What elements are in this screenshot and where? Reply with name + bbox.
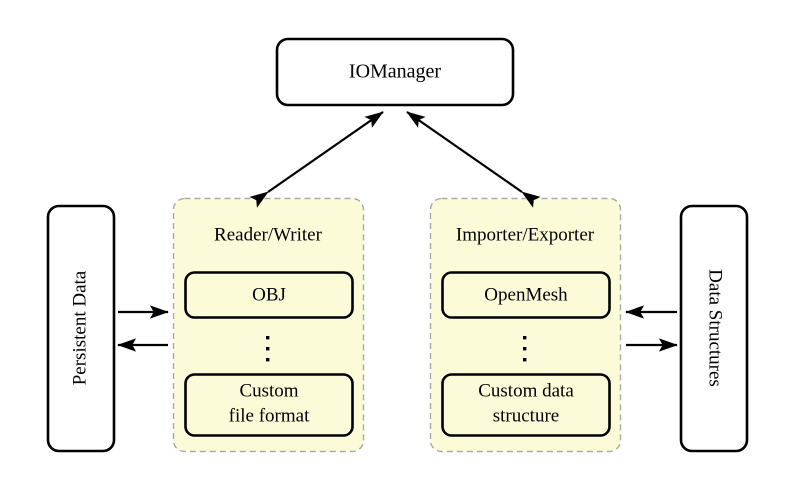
node-custom-data-structure[interactable]: Custom data structure [441, 373, 611, 437]
arrow-manager-importer-exporter [406, 111, 541, 208]
node-data-structures-box [679, 204, 749, 453]
node-iomanager-label: IOManager [349, 61, 442, 83]
node-obj[interactable]: OBJ [184, 271, 354, 319]
vdots-importer-exporter [523, 336, 527, 362]
node-openmesh-box [441, 271, 611, 319]
node-openmesh-label: OpenMesh [484, 284, 568, 305]
group-reader-writer[interactable]: Reader/Writer OBJ Custom file format [172, 197, 365, 453]
node-custom-file-format-line2: file format [229, 405, 310, 426]
arrow-manager-reader-writer [249, 111, 384, 208]
group-importer-exporter-label: Importer/Exporter [456, 224, 595, 245]
node-custom-file-format-box [184, 373, 354, 437]
node-persistent-data[interactable]: Persistent Data [46, 204, 116, 453]
group-importer-exporter[interactable]: Importer/Exporter OpenMesh Custom data s… [429, 197, 622, 453]
node-iomanager[interactable]: IOManager [275, 37, 515, 107]
node-custom-data-structure-box [441, 373, 611, 437]
node-obj-box [184, 271, 354, 319]
node-custom-data-structure-line2: structure [493, 405, 559, 426]
node-custom-file-format-line1: Custom [239, 380, 298, 401]
vdots-reader-writer [266, 336, 270, 362]
node-data-structures[interactable]: Data Structures [679, 204, 749, 453]
node-iomanager-box [275, 37, 515, 107]
node-openmesh[interactable]: OpenMesh [441, 271, 611, 319]
group-reader-writer-label: Reader/Writer [214, 224, 323, 245]
node-data-structures-label: Data Structures [705, 269, 726, 387]
node-custom-file-format[interactable]: Custom file format [184, 373, 354, 437]
node-persistent-data-label: Persistent Data [69, 270, 90, 385]
node-obj-label: OBJ [252, 284, 286, 305]
node-persistent-data-box [46, 204, 116, 453]
node-custom-data-structure-line1: Custom data [478, 380, 574, 401]
